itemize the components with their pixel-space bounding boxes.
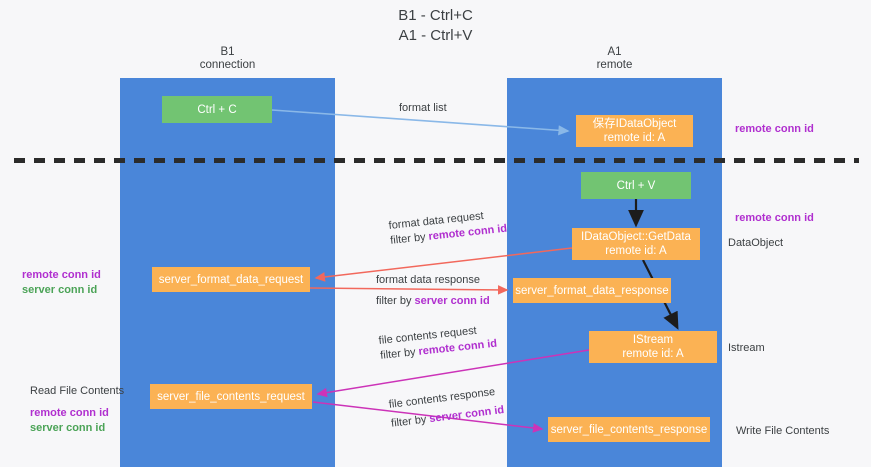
annotation-group-conn-ids-bottom: Read File Contents remote conn id server… (30, 384, 124, 436)
swimlane-header-b1: B1 connection (199, 46, 256, 71)
node-server-format-data-request[interactable]: server_format_data_request (152, 267, 310, 292)
edge-label-format-list: format list (399, 102, 447, 114)
node-server-file-contents-response[interactable]: server_file_contents_response (548, 417, 710, 442)
annotation-remote-conn-id-b: remote conn id (30, 407, 109, 419)
node-idataobject-getdata[interactable]: IDataObject::GetData remote id: A (572, 228, 700, 260)
swimlane-header-a1: A1 remote (596, 46, 633, 71)
edge-label-format-data-response: format data response filter by server co… (376, 273, 490, 309)
annotation-remote-conn-id-mid: remote conn id (735, 212, 814, 224)
node-save-idataobject[interactable]: 保存IDataObject remote id: A (576, 115, 693, 147)
edge-label-format-data-request: format data request filter by remote con… (388, 207, 508, 249)
annotation-server-conn-id-b: server conn id (30, 422, 106, 434)
annotation-remote-conn-id-a: remote conn id (22, 269, 101, 281)
filter-prefix: filter by (379, 345, 420, 362)
node-ctrl-v[interactable]: Ctrl + V (581, 172, 691, 199)
annotation-server-conn-id-a: server conn id (22, 284, 98, 296)
edge-label-format-data-response-filter: filter by server conn id (376, 294, 490, 309)
node-server-file-contents-request[interactable]: server_file_contents_request (150, 384, 312, 409)
annotation-write-file-contents: Write File Contents (736, 425, 830, 437)
annotation-dataobject: DataObject (728, 237, 784, 249)
phase-divider (14, 158, 859, 163)
filter-prefix: filter by (389, 230, 430, 247)
edge-label-format-data-response-text: format data response (376, 274, 480, 286)
edge-label-file-contents-request: file contents request filter by remote c… (378, 322, 498, 364)
filter-prefix: filter by (390, 413, 431, 430)
annotation-remote-conn-id-top: remote conn id (735, 123, 814, 135)
node-server-format-data-response[interactable]: server_format_data_response (513, 278, 671, 303)
annotation-istream: Istream (728, 342, 765, 354)
annotation-group-conn-ids-top: remote conn id server conn id (22, 268, 101, 298)
filter-key-server-conn-id: server conn id (414, 295, 490, 307)
filter-key-server-conn-id: server conn id (428, 403, 505, 426)
node-istream[interactable]: IStream remote id: A (589, 331, 717, 363)
filter-prefix: filter by (376, 295, 415, 307)
annotation-read-file-contents: Read File Contents (30, 385, 125, 397)
node-ctrl-c[interactable]: Ctrl + C (162, 96, 272, 123)
edge-label-file-contents-response: file contents response filter by server … (388, 384, 505, 432)
page-title: B1 - Ctrl+C A1 - Ctrl+V (398, 7, 473, 44)
